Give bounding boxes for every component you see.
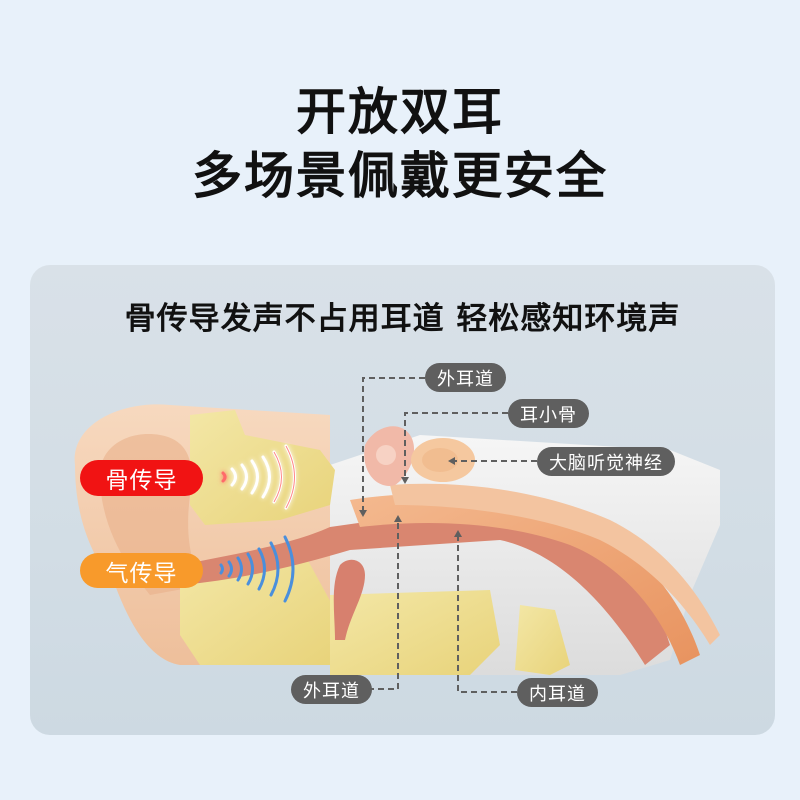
air-conduction-label: 气传导 [80,553,203,588]
label-outer-ear-canal-top: 外耳道 [425,363,506,392]
bone-conduction-label: 骨传导 [80,460,203,496]
temporal-bone [180,410,570,675]
label-auditory-nerve: 大脑听觉神经 [537,447,675,476]
leader-arrowheads [359,457,462,537]
label-inner-ear-canal: 内耳道 [517,678,598,707]
ossicles [333,426,415,640]
ear-canal [180,483,720,665]
headline-line-1: 开放双耳 [296,83,504,141]
ear-diagram-card: 骨传导发声不占用耳道 轻松感知环境声 骨传导 气传导 外耳道 耳小骨 大脑听觉神… [30,265,775,735]
leader-lines [362,377,537,693]
headline-line-2: 多场景佩戴更安全 [192,147,608,205]
air-conduction-waves [219,535,295,603]
label-outer-ear-canal-bottom: 外耳道 [291,675,372,704]
bone-conduction-waves-glow [273,445,295,509]
ear-anatomy-illustration [74,377,720,693]
label-ossicles: 耳小骨 [508,399,589,428]
cochlea [411,438,475,482]
card-subtitle: 骨传导发声不占用耳道 轻松感知环境声 [124,301,681,337]
